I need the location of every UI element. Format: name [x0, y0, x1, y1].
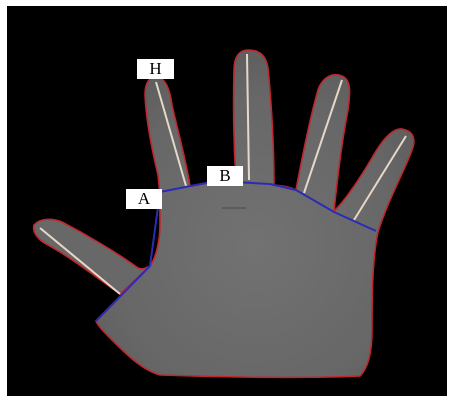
label-b: B — [207, 166, 243, 186]
label-a: A — [126, 189, 162, 209]
label-h: H — [137, 59, 174, 79]
